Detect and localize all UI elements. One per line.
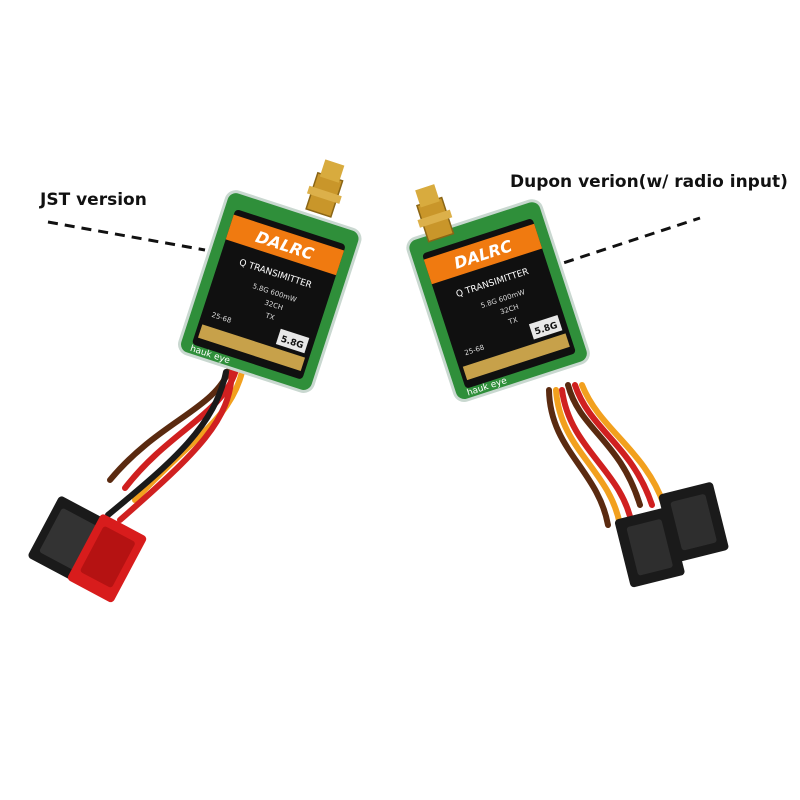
dupon-brand-banner <box>423 223 543 285</box>
jst-version-label: JST version <box>40 190 147 210</box>
jst-brand-banner <box>225 214 345 276</box>
jst-mode-text: TX <box>263 311 275 322</box>
dupon-wire-bundle <box>546 382 667 528</box>
jst-antenna-connector <box>305 159 345 218</box>
dupon-servo-connector-2 <box>658 482 729 563</box>
dupon-antenna-connector <box>415 184 455 243</box>
dupon-leader-line <box>547 216 701 270</box>
dupon-mode-text: TX <box>507 316 519 327</box>
dupon-version-label: Dupon verion(w/ radio input) <box>510 172 788 192</box>
jst-transmitter: DALRC Q TRANSIMITTER 5.8G 600mW 32CH TX … <box>28 159 362 603</box>
dupon-transmitter: DALRC Q TRANSIMITTER 5.8G 600mW 32CH TX … <box>406 184 729 588</box>
jst-leader-line <box>47 220 206 252</box>
jst-red-connector <box>67 514 147 603</box>
dupon-servo-connector-1 <box>614 507 685 588</box>
jst-wire-bundle <box>105 365 245 523</box>
